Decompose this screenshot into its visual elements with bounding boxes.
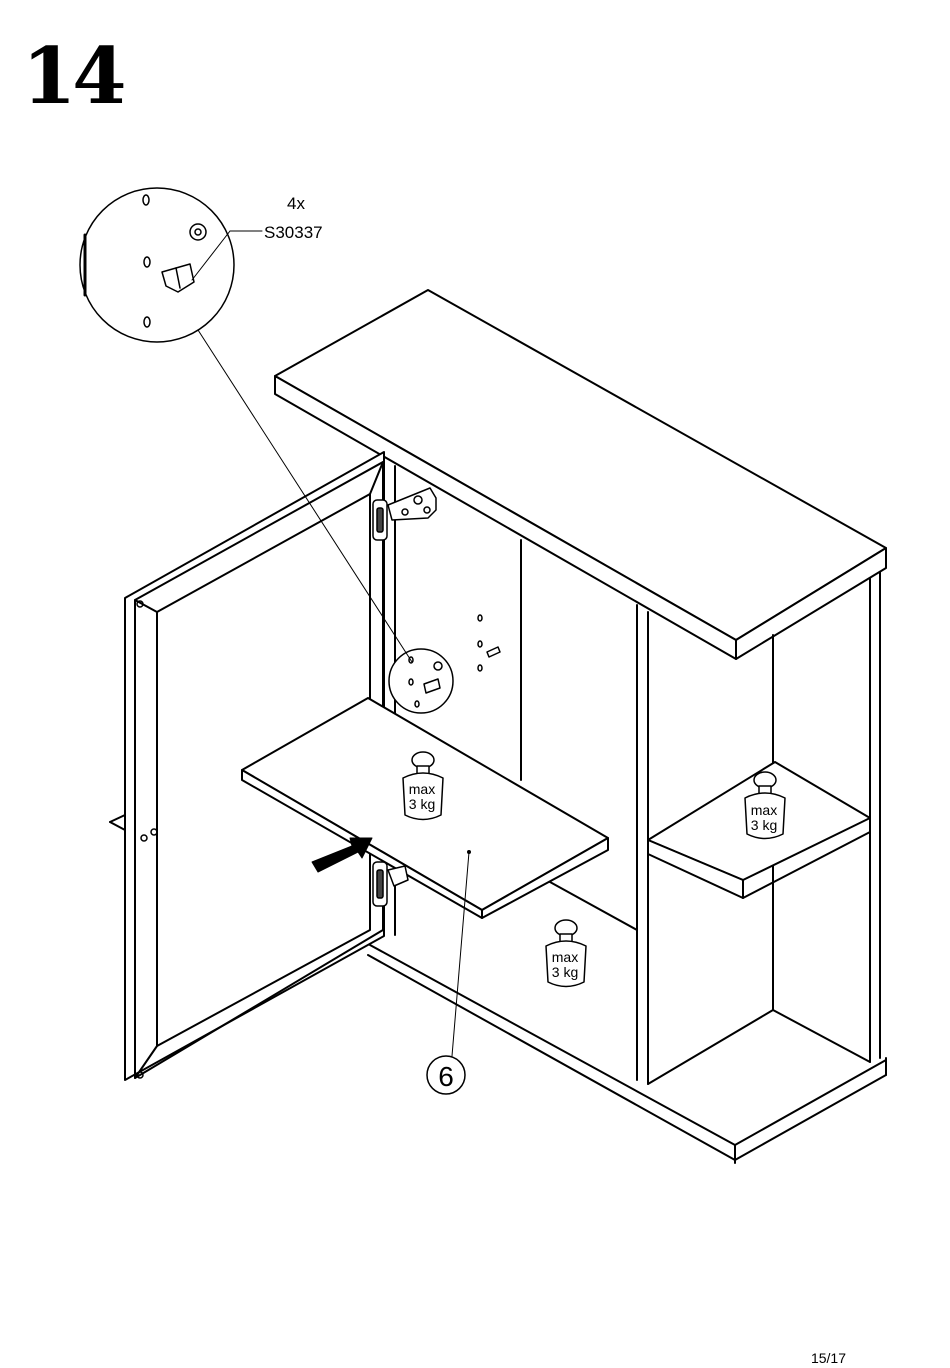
bottom-panel (368, 882, 886, 1163)
page-number: 15/17 (811, 1350, 846, 1366)
hinge-bottom (373, 862, 408, 906)
pin-holes (478, 615, 500, 671)
callout-quantity: 4x (287, 194, 305, 213)
callout-part-code: S30337 (264, 223, 323, 242)
weight-label-3-line1: max (552, 949, 578, 965)
detail-circle-small (389, 649, 453, 713)
weight-label-2-line1: max (751, 802, 777, 818)
part-number: 6 (438, 1061, 454, 1092)
weight-label-1-line2: 3 kg (409, 796, 435, 812)
weight-label-2-line2: 3 kg (751, 817, 777, 833)
weight-label-3-line2: 3 kg (552, 964, 578, 980)
weight-label-1-line1: max (409, 781, 435, 797)
detail-circle-large (80, 188, 262, 342)
